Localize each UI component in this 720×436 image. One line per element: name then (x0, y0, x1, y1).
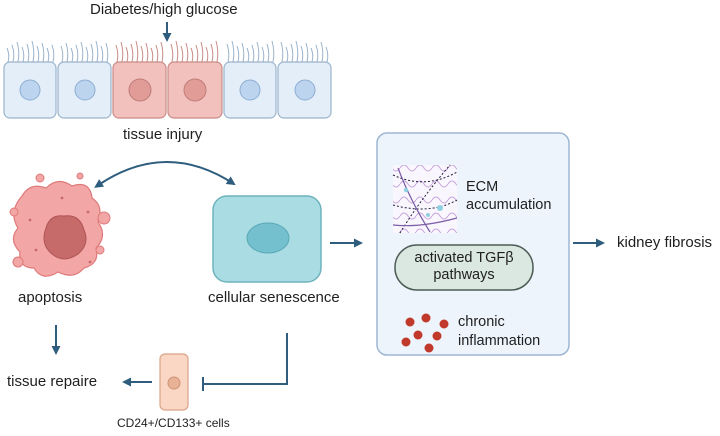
cilium (150, 47, 154, 63)
tgf-beta-label: activated TGFβ pathways (414, 250, 514, 283)
ecm-fiber-icon (392, 164, 458, 234)
kidney-fibrosis-label: kidney fibrosis (617, 234, 713, 251)
cilium (290, 43, 294, 63)
progenitor-cells-label: CD24+/CD133+ cells (117, 416, 230, 430)
cilium (6, 47, 10, 63)
cilium (175, 40, 179, 63)
cilium (85, 46, 89, 63)
injured-cell (167, 61, 223, 119)
normal-cell (223, 61, 277, 119)
cilium (180, 45, 184, 63)
cilium (80, 41, 84, 63)
cilium (266, 43, 270, 63)
normal-cell (277, 61, 332, 119)
cilium (236, 45, 240, 63)
cilium (246, 47, 250, 63)
cilium (195, 44, 199, 63)
cilium (241, 42, 245, 63)
cilium (115, 44, 119, 63)
cilium (31, 40, 35, 63)
cilium (300, 45, 304, 63)
cilium (105, 42, 109, 63)
injured-cell (112, 61, 167, 119)
cilium (51, 44, 55, 63)
cilium (90, 43, 94, 63)
cilium (305, 42, 309, 63)
cilium (256, 41, 260, 63)
cilium (70, 47, 74, 63)
tissue-repair-label: tissue repaire (7, 373, 98, 390)
cilium (285, 46, 289, 63)
inflammation-dots-icon (401, 313, 449, 353)
cilium (65, 42, 69, 63)
epithelial-cell-row (3, 40, 332, 119)
cilium (226, 43, 230, 63)
cilium (231, 40, 235, 63)
cilium (100, 45, 104, 63)
cilium (205, 46, 209, 63)
cilium (325, 46, 329, 63)
cilium (36, 45, 40, 63)
cilium (41, 42, 45, 63)
cilium (140, 45, 144, 63)
cilium (215, 40, 219, 63)
cilium (200, 41, 204, 63)
cilium (135, 40, 139, 63)
cilium (145, 42, 149, 63)
cilium (130, 43, 134, 63)
stimulus-label: Diabetes/high glucose (90, 1, 238, 18)
senescent-cell (212, 195, 322, 283)
cilia-row (6, 40, 329, 63)
progenitor-cell (159, 353, 189, 411)
senescence-inhibition-line (203, 333, 288, 385)
cilium (155, 44, 159, 63)
cilium (170, 43, 174, 63)
cilium (95, 40, 99, 63)
cilium (251, 44, 255, 63)
chronic-inflammation-label: chronic inflammation (458, 314, 541, 349)
cilium (210, 43, 214, 63)
cilium (26, 43, 30, 63)
cilium (120, 41, 124, 63)
tissue-injury-label: tissue injury (123, 126, 203, 143)
cilium (315, 44, 319, 63)
normal-cell (57, 61, 112, 119)
cilium (46, 47, 50, 63)
ecm-accumulation-label: ECM accumulation (466, 179, 552, 213)
tgf-beta-pill (394, 244, 534, 291)
cilium (75, 44, 79, 63)
cilium (271, 40, 275, 63)
apoptotic-cell (9, 172, 111, 277)
apoptosis-label: apoptosis (18, 289, 83, 306)
cilium (310, 47, 314, 63)
cilium (261, 46, 265, 63)
cilium (60, 45, 64, 63)
cilium (295, 40, 299, 63)
cilium (190, 47, 194, 63)
cilium (185, 42, 189, 63)
cilium (160, 41, 164, 63)
injury-branch-arrow (94, 161, 236, 188)
cilium (320, 41, 324, 63)
cilium (11, 44, 15, 63)
normal-cell (3, 61, 57, 119)
senescence-label: cellular senescence (208, 289, 340, 306)
cilium (16, 41, 20, 63)
cilium (125, 46, 129, 63)
cilium (21, 46, 25, 63)
cilium (280, 41, 284, 63)
